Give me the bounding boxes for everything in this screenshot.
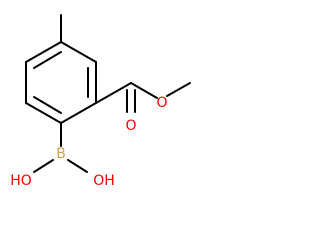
bond-ester-oxygen-to-methyl [166, 82, 191, 97]
atom-label-hydroxyl-right: OH [93, 173, 115, 189]
bond-ring-3 [60, 102, 97, 124]
atom-label-carbonyl-oxygen: O [125, 118, 136, 134]
bond-ring-to-carbonyl-carbon [95, 82, 132, 104]
bond-ring-inner-2 [33, 96, 62, 114]
atom-label-hydroxyl-left: HO [10, 173, 32, 189]
molecule-structure: O O B HO OH [10, 14, 191, 189]
bond-boron-to-right-hydroxyl [67, 159, 88, 173]
bond-ring-6 [25, 41, 62, 63]
structure-canvas: O O B HO OH [10, 14, 191, 189]
atom-label-boron: B [56, 146, 66, 162]
bond-ring-4 [25, 102, 62, 124]
atom-label-ester-oxygen: O [156, 95, 167, 111]
bond-carbon-to-ester-oxygen [130, 82, 158, 99]
bond-ring-1 [60, 41, 97, 63]
bond-ring-inner-1 [33, 51, 62, 69]
bond-boron-to-left-hydroxyl [33, 159, 54, 173]
